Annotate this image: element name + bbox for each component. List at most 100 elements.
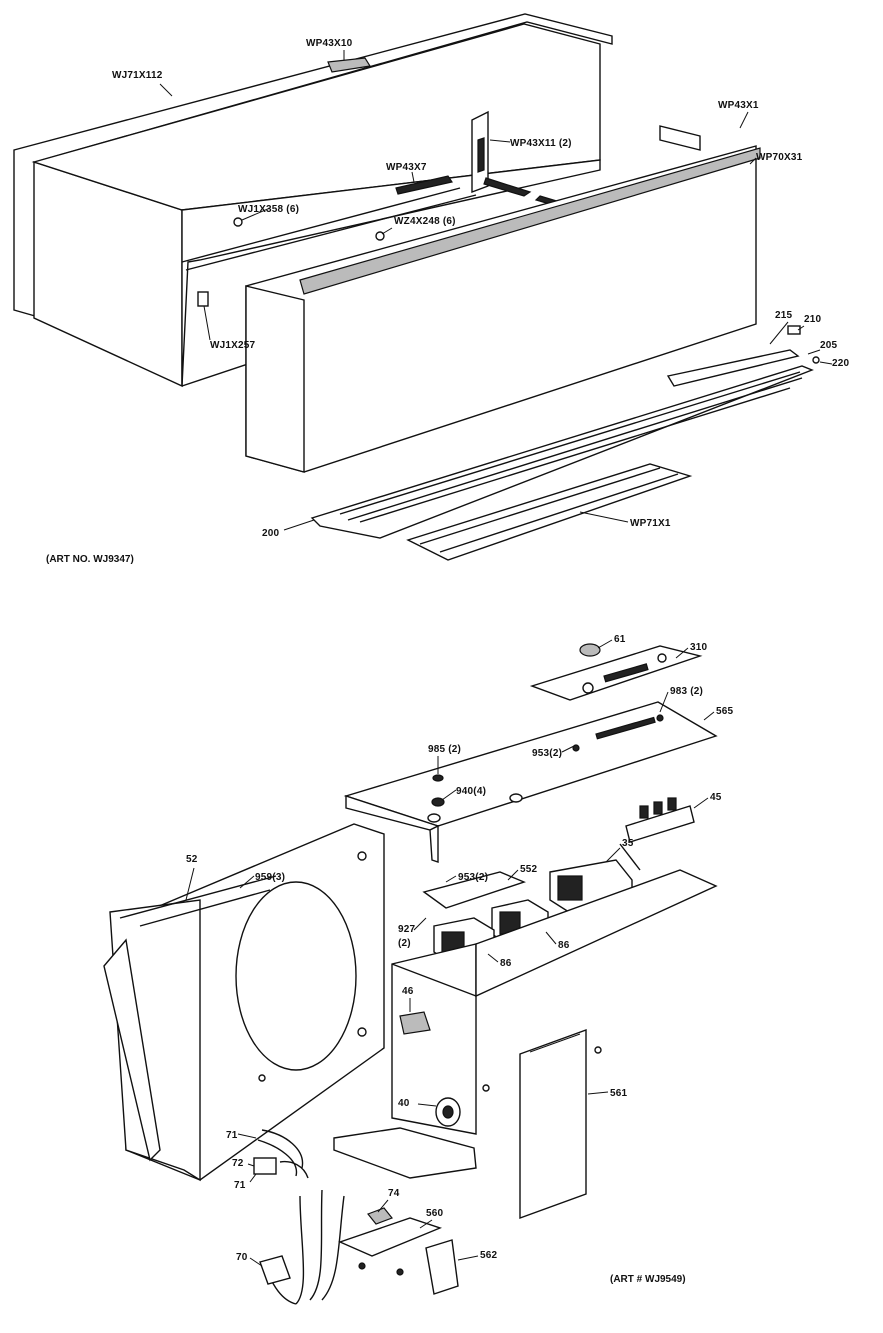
bottom-part-label: 61 <box>614 634 626 645</box>
bottom-part-label: 52 <box>186 854 198 865</box>
bottom-part-label-leader <box>659 691 669 713</box>
top-part-label: 215 <box>775 310 793 321</box>
top-part-label: WP43X11 (2) <box>510 138 572 149</box>
bottom-part-label: 86 <box>558 940 570 951</box>
front-grille <box>406 463 693 561</box>
bottom-part-label: 562 <box>480 1250 498 1261</box>
relay-bracket <box>422 871 526 909</box>
bottom-part-label: 74 <box>388 1188 400 1199</box>
top-part-label-leader <box>797 325 805 331</box>
top-part-label: WZ4X248 (6) <box>394 216 456 227</box>
bottom-part-label-leader <box>507 869 519 881</box>
bottom-part-label-leader <box>247 1163 255 1167</box>
top-part-label: WP70X31 <box>756 152 803 163</box>
knob <box>579 643 601 657</box>
top-part-label-leader <box>749 157 757 165</box>
bottom-part-label: 45 <box>710 792 722 803</box>
cabinet-flange <box>13 13 613 319</box>
bottom-part-label: 985 (2) <box>428 744 461 755</box>
bottom-part-label-leader <box>239 875 255 889</box>
bottom-part-label: 70 <box>236 1252 248 1263</box>
bottom-part-label: 565 <box>716 706 734 717</box>
bottom-part-label-leader <box>597 639 613 649</box>
top-part-label-leader <box>411 171 415 183</box>
top-part-label-leader <box>739 111 749 129</box>
top-part-label-leader <box>769 321 789 345</box>
terminal-block <box>625 805 695 843</box>
bottom-part-label: 71 <box>234 1180 246 1191</box>
top-part-label: WJ1X257 <box>210 340 256 351</box>
wire-clip <box>425 1239 459 1295</box>
top-art-number: (ART NO. WJ9347) <box>46 554 134 565</box>
top-part-label: WJ71X112 <box>112 70 163 81</box>
mount-bracket <box>338 1217 443 1257</box>
top-part-label: 220 <box>832 358 850 369</box>
top-part-label-leader <box>807 349 821 355</box>
bottom-part-label: 86 <box>500 958 512 969</box>
top-part-label-leader <box>381 227 393 235</box>
top-part-label-leader <box>819 361 833 365</box>
top-part-label: 200 <box>262 528 280 539</box>
bottom-part-label: 72 <box>232 1158 244 1169</box>
bottom-part-label-leader <box>417 1103 437 1107</box>
bottom-part-label: 940(4) <box>456 786 486 797</box>
bottom-part-label: 71 <box>226 1130 238 1141</box>
top-part-label: WP43X7 <box>386 162 427 173</box>
bottom-part-label: 983 (2) <box>670 686 703 697</box>
bottom-part-label-leader <box>703 711 715 721</box>
bottom-part-label-leader <box>249 1257 263 1267</box>
top-part-label-leader <box>489 139 511 143</box>
bottom-part-label-leader <box>675 647 689 659</box>
bottom-part-label-leader <box>587 1091 609 1095</box>
top-part-label: 205 <box>820 340 838 351</box>
cabinet-top <box>31 23 601 211</box>
gasket-strip <box>299 147 761 295</box>
bottom-part-label-leader <box>413 917 427 931</box>
bottom-part-label: 310 <box>690 642 708 653</box>
top-part-label-leader <box>283 519 315 531</box>
bottom-part-label: 953(2) <box>458 872 488 883</box>
bottom-art-number: (ART # WJ9549) <box>610 1274 686 1285</box>
bottom-part-label: 40 <box>398 1098 410 1109</box>
bottom-part-label-leader <box>185 867 195 901</box>
grille-frame <box>310 365 814 539</box>
control-box <box>391 943 477 1135</box>
bottom-part-label: 46 <box>402 986 414 997</box>
access-panel <box>519 1029 587 1219</box>
bottom-part-label: 35 <box>622 838 634 849</box>
bottom-part-label-leader <box>441 789 457 801</box>
bottom-part-label: 561 <box>610 1088 628 1099</box>
bottom-part-label-leader <box>237 1133 257 1139</box>
bottom-assembly <box>103 643 718 1305</box>
bottom-part-label: 927 <box>398 924 416 935</box>
bottom-part-label-leader <box>457 1255 479 1261</box>
top-part-label: WP43X10 <box>306 38 353 49</box>
bottom-part-label-leader <box>419 1219 433 1229</box>
bottom-part-label: 560 <box>426 1208 444 1219</box>
bottom-part-label-leader <box>377 1199 389 1213</box>
top-part-label: WJ1X358 (6) <box>238 204 299 215</box>
bottom-part-label-leader <box>693 797 709 809</box>
bottom-part-label-leader <box>249 1173 257 1183</box>
top-part-label-leader <box>241 207 271 221</box>
top-part-label-leader <box>203 305 211 341</box>
top-assembly <box>13 13 820 561</box>
bottom-part-label: 552 <box>520 864 538 875</box>
bottom-part-label-leader <box>445 875 457 883</box>
bottom-part-label: 959(3) <box>255 872 285 883</box>
bottom-part-label-leader <box>545 931 557 945</box>
bottom-part-label: 953(2) <box>532 748 562 759</box>
top-part-label: 210 <box>804 314 822 325</box>
bottom-part-label-leader <box>487 953 499 963</box>
bottom-part-label-leader <box>561 745 575 753</box>
top-part-label-leader <box>159 83 173 97</box>
top-part-label: WP71X1 <box>630 518 671 529</box>
bottom-part-label: (2) <box>398 938 411 949</box>
top-part-label-leader <box>579 511 629 523</box>
fan-opening <box>235 881 357 1071</box>
bottom-part-label-leader <box>605 847 621 863</box>
top-part-label: WP43X1 <box>718 100 759 111</box>
